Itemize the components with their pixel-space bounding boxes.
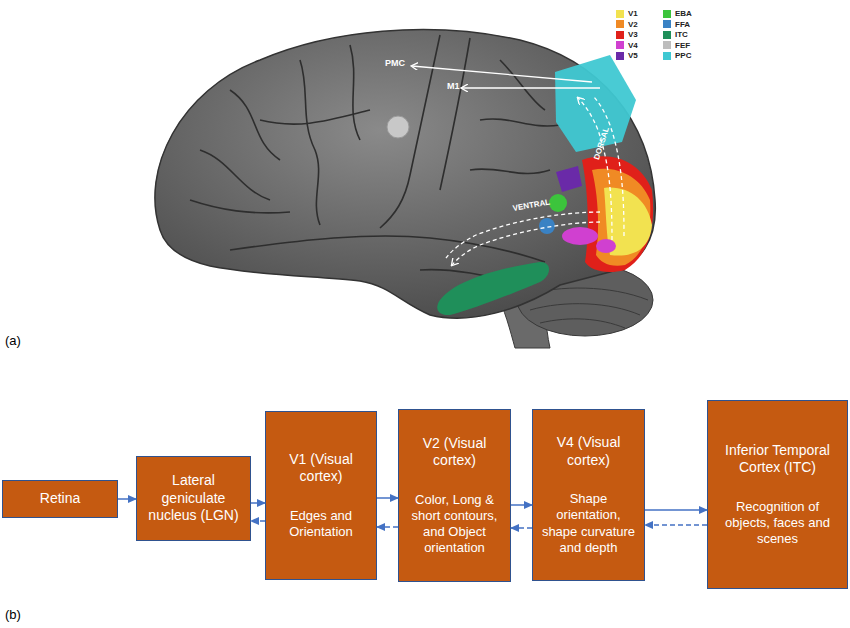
legend-swatch xyxy=(663,20,671,28)
box-heading: V2 (Visual cortex) xyxy=(405,435,504,470)
ventral-stream xyxy=(452,222,600,265)
cerebrum xyxy=(155,30,655,319)
legend-item: V5 xyxy=(616,51,638,60)
legend-text: V2 xyxy=(628,20,638,29)
box-heading: Inferior Temporal Cortex (ITC) xyxy=(714,442,841,477)
legend-swatch xyxy=(616,10,624,18)
legend-text: FFA xyxy=(675,20,690,29)
legend-swatch xyxy=(616,31,624,39)
text-label: PMC xyxy=(385,58,405,68)
legend-swatch xyxy=(663,52,671,60)
fef-region xyxy=(387,116,409,138)
ventral-stream xyxy=(446,212,600,258)
flow-arrow xyxy=(511,527,532,529)
ffa-region xyxy=(539,218,555,234)
legend-item: ITC xyxy=(663,30,688,39)
flow-arrow xyxy=(645,509,707,511)
v3-region xyxy=(582,156,653,272)
box-heading: Lateral geniculate nucleus (LGN) xyxy=(143,472,244,525)
box-heading: V1 (Visual cortex) xyxy=(272,451,370,486)
flow-arrow xyxy=(251,520,265,522)
flow-arrow xyxy=(645,524,707,526)
process-box: V2 (Visual cortex) Color, Long & short co… xyxy=(398,409,511,582)
v5-region xyxy=(556,166,582,192)
legend-item: V3 xyxy=(616,30,638,39)
ppc-region xyxy=(555,55,636,152)
legend-item: PPC xyxy=(663,51,691,60)
leader-arrow xyxy=(462,87,600,88)
v4-region xyxy=(562,227,598,245)
flow-arrow xyxy=(377,526,398,528)
legend-item: V1 xyxy=(616,9,638,18)
eba-region xyxy=(549,194,567,212)
legend-swatch xyxy=(663,41,671,49)
legend-swatch xyxy=(616,52,624,60)
text-label: (a) xyxy=(5,333,21,348)
process-box: V1 (Visual cortex) Edges and Orientation xyxy=(265,411,377,580)
legend-text: FEF xyxy=(675,41,690,50)
text-label: (b) xyxy=(5,607,21,622)
legend-text: V5 xyxy=(628,51,638,60)
process-box: Lateral geniculate nucleus (LGN) xyxy=(136,456,251,541)
itc-region xyxy=(437,262,549,315)
legend-item: EBA xyxy=(663,9,692,18)
legend-swatch xyxy=(663,10,671,18)
leader-arrow xyxy=(412,66,592,82)
legend-text: V4 xyxy=(628,41,638,50)
flow-arrow xyxy=(251,502,265,504)
box-body: Color, Long & short contours, and Object… xyxy=(405,492,504,557)
text-label: M1 xyxy=(447,81,460,91)
legend-text: ITC xyxy=(675,30,688,39)
process-box: Retina xyxy=(2,480,118,518)
legend-item: FEF xyxy=(663,41,690,50)
box-body: Recognition of objects, faces and scenes xyxy=(714,499,841,548)
legend-text: EBA xyxy=(675,9,692,18)
box-heading: Retina xyxy=(40,490,80,508)
dorsal-stream xyxy=(578,98,612,240)
legend-swatch xyxy=(663,31,671,39)
box-heading: V4 (Visual cortex) xyxy=(539,434,638,469)
v4-region xyxy=(596,239,616,253)
legend-text: V3 xyxy=(628,30,638,39)
flow-arrow xyxy=(511,504,532,506)
dorsal-stream xyxy=(594,97,624,236)
sulci xyxy=(190,35,560,285)
process-box: V4 (Visual cortex) Shape orientation, sha… xyxy=(532,409,645,581)
box-body: Edges and Orientation xyxy=(272,508,370,541)
flow-arrow xyxy=(377,497,398,499)
legend-item: FFA xyxy=(663,20,690,29)
legend-text: PPC xyxy=(675,51,691,60)
legend-item: V2 xyxy=(616,20,638,29)
flow-arrow xyxy=(118,498,136,500)
legend-swatch xyxy=(616,41,624,49)
legend-swatch xyxy=(616,20,624,28)
process-box: Inferior Temporal Cortex (ITC) Recognitio… xyxy=(707,400,848,589)
legend-item: V4 xyxy=(616,41,638,50)
legend-text: V1 xyxy=(628,9,638,18)
box-body: Shape orientation, shape curvature and d… xyxy=(539,491,638,556)
